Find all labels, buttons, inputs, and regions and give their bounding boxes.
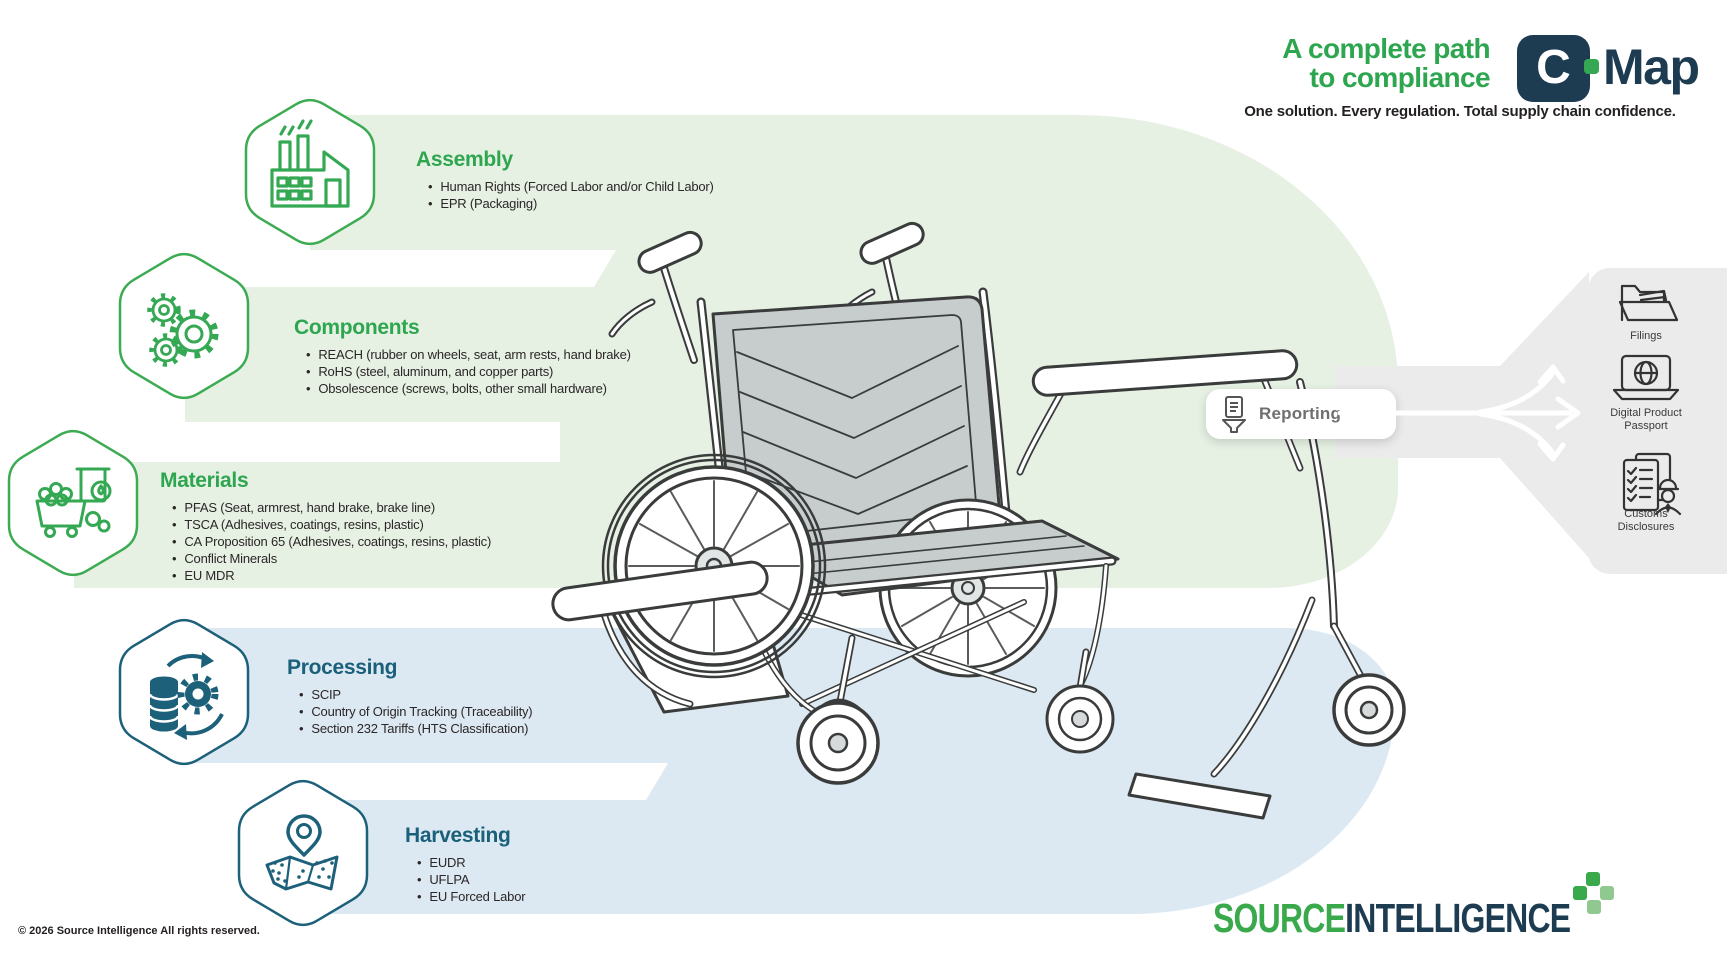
mine-cart-icon <box>7 429 139 577</box>
map-pin-icon <box>237 779 369 927</box>
cmap-logo-dot <box>1584 59 1599 74</box>
regulation-item: CA Proposition 65 (Adhesives, coatings, … <box>172 533 491 550</box>
section-assembly: Assembly Human Rights (Forced Labor and/… <box>416 148 714 212</box>
regulation-item: RoHS (steel, aluminum, and copper parts) <box>306 363 631 380</box>
regulation-item: Conflict Minerals <box>172 550 491 567</box>
reporting-label: Reporting <box>1259 404 1342 423</box>
regulation-item: PFAS (Seat, armrest, hand brake, brake l… <box>172 499 491 516</box>
regulation-item: REACH (rubber on wheels, seat, arm rests… <box>306 346 631 363</box>
regulation-item: EUDR <box>417 854 525 871</box>
regulation-list: SCIPCountry of Origin Tracking (Traceabi… <box>299 686 532 737</box>
armrest-left <box>551 560 769 622</box>
data-processing-icon <box>118 618 250 766</box>
section-title: Harvesting <box>405 824 511 847</box>
section-title: Components <box>294 316 420 339</box>
section-title: Assembly <box>416 148 513 171</box>
reporting-pill: Reporting <box>1206 389 1396 439</box>
regulation-item: Section 232 Tariffs (HTS Classification) <box>299 720 532 737</box>
section-harvesting: Harvesting EUDRUFLPAEU Forced Labor <box>405 824 526 905</box>
branch-arrows-icon <box>1337 364 1581 462</box>
brand-intelligence: INTELLIGENCE <box>1345 895 1571 941</box>
section-components: Components REACH (rubber on wheels, seat… <box>294 316 631 397</box>
band-gap <box>0 763 668 800</box>
regulation-list: EUDRUFLPAEU Forced Labor <box>417 854 525 905</box>
regulation-list: PFAS (Seat, armrest, hand brake, brake l… <box>172 499 491 584</box>
section-processing: Processing SCIPCountry of Origin Trackin… <box>287 656 533 737</box>
front-wheel-right <box>1332 673 1406 747</box>
regulation-item: EU Forced Labor <box>417 888 525 905</box>
front-caster-right <box>1045 684 1115 754</box>
customs-officer-icon <box>1622 452 1682 516</box>
regulation-list: REACH (rubber on wheels, seat, arm rests… <box>306 346 631 397</box>
subtitle: One solution. Every regulation. Total su… <box>1244 103 1676 120</box>
tagline-line2: to compliance <box>1309 62 1491 93</box>
output-label-filings: Filings <box>1630 330 1662 342</box>
regulation-item: EPR (Packaging) <box>428 195 714 212</box>
section-title: Processing <box>287 656 398 679</box>
tagline: A complete path to compliance <box>1150 34 1490 92</box>
section-title: Materials <box>160 469 249 492</box>
regulation-item: UFLPA <box>417 871 525 888</box>
logo-square-icon <box>1586 872 1600 886</box>
footplate <box>1127 772 1272 820</box>
output-label-dpp: Digital Product Passport <box>1610 407 1682 432</box>
regulation-item: Obsolescence (screws, bolts, other small… <box>306 380 631 397</box>
logo-square-icon <box>1587 900 1601 914</box>
gears-icon <box>118 252 250 400</box>
regulation-item: SCIP <box>299 686 532 703</box>
laptop-globe-icon <box>1612 354 1680 401</box>
brand-source: SOURCE <box>1213 895 1346 941</box>
output-icons <box>1612 284 1682 516</box>
logo-square-icon <box>1600 886 1614 900</box>
regulation-item: Country of Origin Tracking (Traceability… <box>299 703 532 720</box>
factory-icon <box>244 98 376 246</box>
regulation-list: Human Rights (Forced Labor and/or Child … <box>428 178 714 212</box>
logo-square-icon <box>1573 886 1587 900</box>
regulation-item: Human Rights (Forced Labor and/or Child … <box>428 178 714 195</box>
wheelchair-illustration <box>551 221 1406 820</box>
section-materials: Materials PFAS (Seat, armrest, hand brak… <box>160 469 491 584</box>
cmap-logo-tile: C <box>1517 35 1590 102</box>
cmap-logo-text: Map <box>1603 39 1700 95</box>
band-gap <box>0 250 616 287</box>
copyright-text: © 2026 Source Intelligence All rights re… <box>18 925 260 937</box>
tagline-line1: A complete path <box>1282 33 1490 64</box>
folder-icon <box>1618 284 1679 322</box>
document-funnel-icon <box>1222 396 1246 433</box>
regulation-item: TSCA (Adhesives, coatings, resins, plast… <box>172 516 491 533</box>
regulation-item: EU MDR <box>172 567 491 584</box>
armrest-right <box>1031 349 1299 397</box>
front-caster-left <box>796 701 880 785</box>
source-intelligence-logo: SOURCEINTELLIGENCE <box>1213 895 1571 942</box>
output-label-customs: Customs Disclosures <box>1617 508 1675 533</box>
